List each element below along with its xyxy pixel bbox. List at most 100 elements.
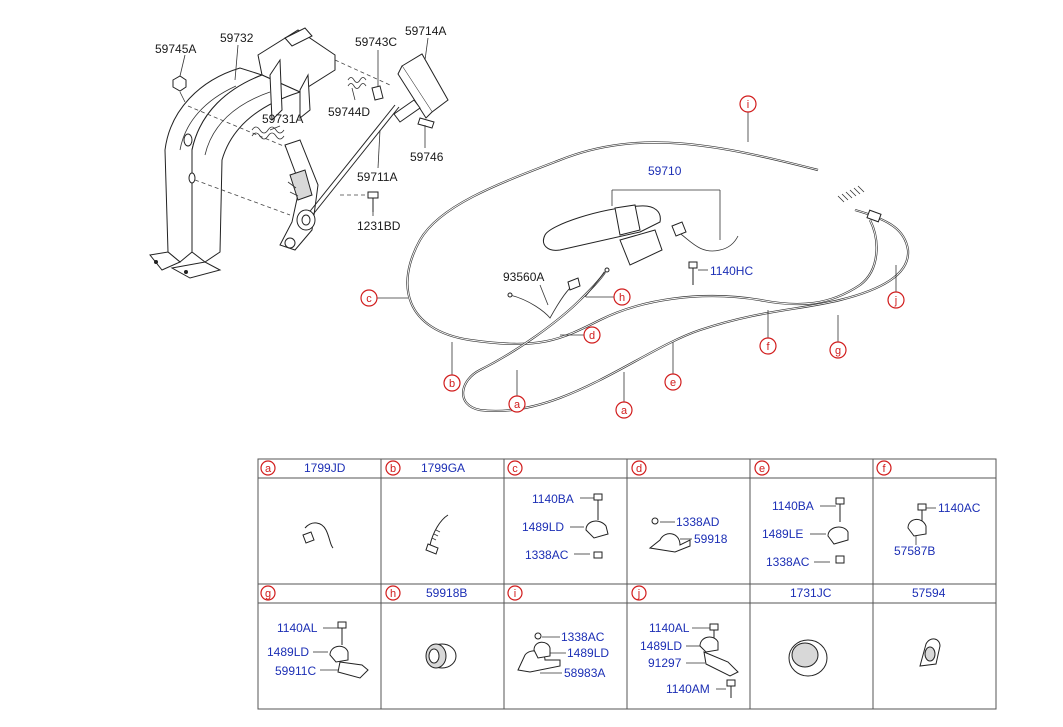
label-1231BD: 1231BD bbox=[357, 219, 401, 233]
part-59918-d: 59918 bbox=[694, 532, 728, 546]
cell-i-drawing: 1338AC 1489LD 58983A bbox=[517, 630, 609, 680]
cable-refs: i c h d b a a e f g j bbox=[360, 95, 905, 419]
svg-text:a: a bbox=[621, 405, 628, 417]
cell-1731JC-header: 1731JC bbox=[790, 586, 832, 600]
hand-grip bbox=[347, 53, 449, 129]
brake-cables bbox=[406, 141, 910, 413]
cell-b-drawing bbox=[425, 514, 449, 555]
cell-g-drawing: 1140AL 1489LD 59911C bbox=[267, 621, 369, 679]
cell-i-header: i bbox=[507, 585, 523, 601]
svg-text:d: d bbox=[589, 330, 595, 342]
cell-c-drawing: 1140BA 1489LD 1338AC bbox=[522, 492, 609, 562]
svg-text:j: j bbox=[637, 588, 640, 600]
part-1140BA-e: 1140BA bbox=[772, 499, 814, 513]
part-1489LD-i: 1489LD bbox=[567, 646, 609, 660]
svg-text:d: d bbox=[636, 463, 642, 475]
svg-text:b: b bbox=[449, 378, 455, 390]
ref-j: j bbox=[887, 291, 905, 309]
console-lever bbox=[543, 189, 739, 285]
cell-57594-header: 57594 bbox=[912, 586, 946, 600]
part-1489LD-g: 1489LD bbox=[267, 645, 309, 659]
label-59731A: 59731A bbox=[262, 112, 303, 126]
svg-text:i: i bbox=[747, 99, 749, 111]
cell-e-drawing: 1140BA 1489LE 1338AC bbox=[762, 497, 849, 569]
ref-g: g bbox=[829, 341, 847, 359]
ref-a-2: a bbox=[615, 401, 633, 419]
cell-1731JC-drawing bbox=[788, 639, 828, 677]
table-header-row-1: a 1799JD b 1799GA c d e f bbox=[260, 460, 892, 476]
cell-g-header: g bbox=[260, 585, 276, 601]
cell-f-drawing: 1140AC 57587B bbox=[894, 501, 981, 558]
cell-57594-drawing bbox=[919, 638, 941, 667]
svg-text:1731JC: 1731JC bbox=[790, 586, 832, 600]
ref-b: b bbox=[443, 374, 461, 392]
ref-f: f bbox=[759, 337, 777, 355]
svg-text:f: f bbox=[766, 341, 770, 353]
label-59744D: 59744D bbox=[328, 105, 370, 119]
label-59743C: 59743C bbox=[355, 35, 397, 49]
cell-h-drawing bbox=[425, 643, 457, 669]
part-59911C-g: 59911C bbox=[275, 664, 316, 678]
svg-text:b: b bbox=[390, 463, 396, 475]
svg-text:j: j bbox=[894, 295, 897, 307]
ref-c: c bbox=[360, 289, 378, 307]
cell-a-drawing bbox=[302, 522, 334, 549]
svg-text:a: a bbox=[265, 463, 272, 475]
svg-text:a: a bbox=[514, 399, 521, 411]
svg-text:1799JD: 1799JD bbox=[304, 461, 346, 475]
svg-text:g: g bbox=[265, 588, 271, 600]
ref-d: d bbox=[583, 326, 601, 344]
part-58983A-i: 58983A bbox=[564, 666, 605, 680]
cell-c-header: c bbox=[507, 460, 523, 476]
label-93560A: 93560A bbox=[503, 270, 544, 284]
label-59732: 59732 bbox=[220, 31, 254, 45]
part-1489LE-e: 1489LE bbox=[762, 527, 803, 541]
part-1338AC-i: 1338AC bbox=[561, 630, 605, 644]
part-1140BA-c: 1140BA bbox=[532, 492, 574, 506]
part-1489LD-j: 1489LD bbox=[640, 639, 682, 653]
cell-a-header: a 1799JD bbox=[260, 460, 346, 476]
part-57587B-f: 57587B bbox=[894, 544, 935, 558]
svg-text:59918B: 59918B bbox=[426, 586, 467, 600]
leader-lines bbox=[179, 37, 897, 402]
cell-e-header: e bbox=[754, 460, 770, 476]
label-59745A: 59745A bbox=[155, 42, 196, 56]
cell-f-header: f bbox=[876, 460, 892, 476]
label-1140HC: 1140HC bbox=[710, 264, 753, 278]
svg-text:57594: 57594 bbox=[912, 586, 946, 600]
svg-text:i: i bbox=[514, 588, 516, 600]
svg-text:e: e bbox=[759, 463, 765, 475]
cell-j-drawing: 1140AL 1489LD 91297 1140AM bbox=[640, 621, 739, 698]
part-1338AD-d: 1338AD bbox=[676, 515, 720, 529]
svg-text:h: h bbox=[619, 292, 625, 304]
main-part-labels: 59745A 59732 59743C 59714A 59744D 59731A… bbox=[155, 24, 753, 284]
cell-d-drawing: 1338AD 59918 bbox=[648, 515, 728, 553]
cell-j-header: j bbox=[631, 585, 647, 601]
part-1140AL-j: 1140AL bbox=[649, 621, 690, 635]
part-1338AC-c: 1338AC bbox=[525, 548, 569, 562]
part-1140AM-j: 1140AM bbox=[666, 682, 710, 696]
svg-text:e: e bbox=[670, 377, 676, 389]
ref-a-1: a bbox=[508, 395, 526, 413]
ref-h: h bbox=[613, 288, 631, 306]
ref-e: e bbox=[664, 373, 682, 391]
part-1338AC-e: 1338AC bbox=[766, 555, 810, 569]
svg-text:g: g bbox=[835, 345, 841, 357]
part-91297-j: 91297 bbox=[648, 656, 682, 670]
svg-text:1799GA: 1799GA bbox=[421, 461, 465, 475]
label-59746: 59746 bbox=[410, 150, 444, 164]
label-59710: 59710 bbox=[648, 164, 682, 178]
part-1489LD-c: 1489LD bbox=[522, 520, 564, 534]
part-1140AC-f: 1140AC bbox=[938, 501, 981, 515]
parts-table bbox=[257, 458, 997, 710]
svg-text:f: f bbox=[882, 463, 886, 475]
parking-brake-bracket bbox=[149, 27, 391, 279]
lever-arm bbox=[251, 104, 400, 251]
svg-text:c: c bbox=[512, 463, 518, 475]
svg-text:c: c bbox=[366, 293, 372, 305]
cell-d-header: d bbox=[631, 460, 647, 476]
cell-b-header: b 1799GA bbox=[385, 460, 465, 476]
